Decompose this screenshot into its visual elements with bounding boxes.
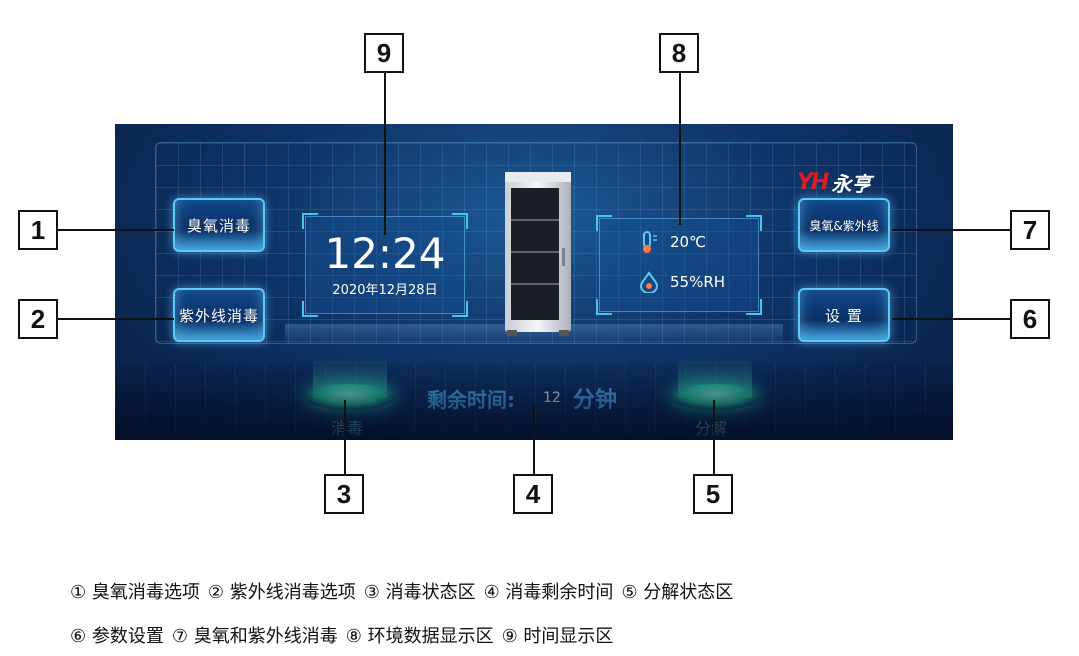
callout-line-3 — [344, 400, 346, 474]
thermometer-icon — [643, 231, 657, 253]
remaining-time-value: 12 — [543, 390, 561, 406]
clock-date: 2020年12月28日 — [332, 283, 438, 298]
uv-disinfect-button[interactable]: 紫外线消毒 — [173, 288, 265, 342]
disinfection-cabinet-image — [501, 168, 575, 338]
environment-data-panel: 20℃ 55%RH — [596, 215, 762, 315]
ozone-disinfect-button[interactable]: 臭氧消毒 — [173, 198, 265, 252]
device-screen: YH 永亨 臭氧消毒 紫外线消毒 臭氧&紫外线 设 置 12:24 2020年1… — [115, 124, 953, 440]
callout-line-2 — [58, 318, 174, 320]
remaining-time-label: 剩余时间: — [427, 388, 515, 412]
legend-item-6: ⑥ 参数设置 — [70, 626, 164, 647]
callout-5: 5 — [693, 474, 733, 514]
callout-line-5 — [713, 400, 715, 474]
uv-disinfect-label: 紫外线消毒 — [178, 306, 259, 325]
humidity-drop-icon — [639, 271, 659, 293]
callout-1: 1 — [18, 210, 58, 250]
disinfect-status-label: 消毒 — [331, 419, 364, 438]
callout-2: 2 — [18, 299, 58, 339]
ozone-disinfect-label: 臭氧消毒 — [186, 216, 251, 235]
ozone-uv-disinfect-button[interactable]: 臭氧&紫外线 — [798, 198, 890, 252]
callout-line-4 — [533, 405, 535, 474]
legend-line-2: ⑥ 参数设置 ⑦ 臭氧和紫外线消毒 ⑧ 环境数据显示区 ⑨ 时间显示区 — [70, 622, 613, 648]
display-platform — [285, 324, 783, 344]
callout-4: 4 — [513, 474, 553, 514]
legend-item-4: ④ 消毒剩余时间 — [483, 582, 614, 603]
decompose-status-ring — [670, 358, 760, 410]
brand-logo: YH 永亨 — [797, 168, 871, 197]
callout-line-6 — [892, 318, 1010, 320]
temperature-value: 20℃ — [670, 233, 706, 251]
settings-button[interactable]: 设 置 — [798, 288, 890, 342]
legend-item-2: ② 紫外线消毒选项 — [207, 582, 356, 603]
remaining-time-unit: 分钟 — [573, 388, 618, 413]
callout-6: 6 — [1010, 299, 1050, 339]
callout-7: 7 — [1010, 210, 1050, 250]
disinfect-status-ring — [305, 358, 395, 410]
legend-item-9: ⑨ 时间显示区 — [501, 626, 614, 647]
callout-9: 9 — [364, 33, 404, 73]
callout-line-7 — [892, 229, 1010, 231]
time-display-panel: 12:24 2020年12月28日 — [302, 213, 468, 317]
callout-3: 3 — [324, 474, 364, 514]
callout-line-9 — [384, 73, 386, 235]
brand-name: 永亨 — [831, 172, 872, 196]
brand-mark: YH — [797, 170, 829, 195]
clock-time: 12:24 — [324, 229, 446, 278]
settings-label: 设 置 — [825, 306, 863, 325]
callout-line-1 — [58, 229, 174, 231]
callout-line-8 — [679, 73, 681, 225]
legend-item-5: ⑤ 分解状态区 — [621, 582, 734, 603]
humidity-value: 55%RH — [670, 273, 726, 291]
callout-8: 8 — [659, 33, 699, 73]
ozone-uv-disinfect-label: 臭氧&紫外线 — [809, 218, 879, 233]
legend-item-1: ① 臭氧消毒选项 — [70, 582, 200, 603]
legend-item-3: ③ 消毒状态区 — [363, 582, 476, 603]
legend-line-1: ① 臭氧消毒选项 ② 紫外线消毒选项 ③ 消毒状态区 ④ 消毒剩余时间 ⑤ 分解… — [70, 578, 733, 604]
legend-item-8: ⑧ 环境数据显示区 — [345, 626, 494, 647]
legend-item-7: ⑦ 臭氧和紫外线消毒 — [171, 626, 338, 647]
decompose-status-label: 分解 — [695, 419, 728, 438]
